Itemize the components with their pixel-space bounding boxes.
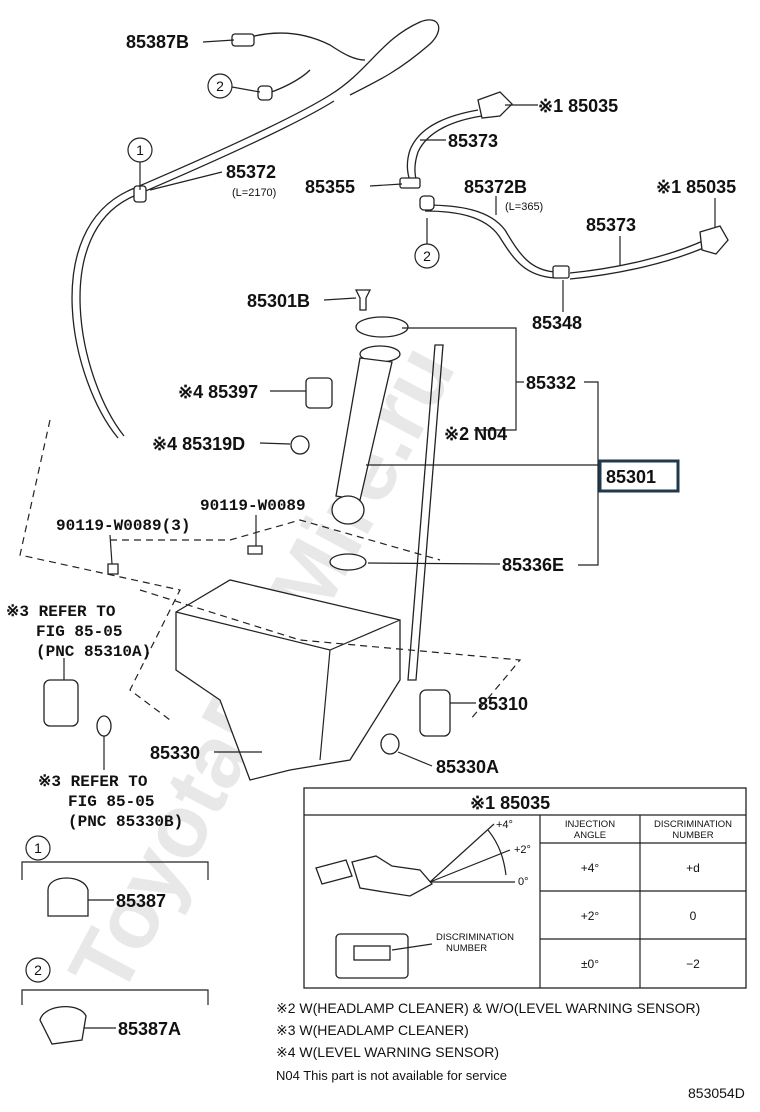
svg-text:※3 REFER TO: ※3 REFER TO <box>6 603 116 621</box>
angle-label-plus4: +4° <box>496 819 513 831</box>
refer-note-85310A: ※3 REFER TO FIG 85-05 (PNC 85310A) <box>6 603 151 661</box>
filler-tube-bottom <box>331 495 365 525</box>
angle-label-0: 0° <box>518 876 529 888</box>
callout-90119-a[interactable]: 90119-W0089(3) <box>56 517 190 535</box>
row2-angle: +2° <box>581 909 600 923</box>
svg-text:FIG 85-05: FIG 85-05 <box>36 623 122 641</box>
callout-85372B-length: (L=365) <box>505 201 543 213</box>
svg-text:1: 1 <box>34 840 42 856</box>
joint-85348 <box>552 265 570 279</box>
svg-text:FIG 85-05: FIG 85-05 <box>68 793 154 811</box>
callout-85373-right[interactable]: 85373 <box>586 215 636 235</box>
dashed-groups <box>19 419 522 721</box>
callout-85330A[interactable]: 85330A <box>436 757 499 777</box>
circle-marker-2-mid: 2 <box>414 243 440 269</box>
callout-N04[interactable]: ※2 N04 <box>444 424 507 444</box>
discrimination-number-view: DISCRIMINATION NUMBER <box>335 932 514 979</box>
header-injection-angle-1: INJECTION <box>565 819 615 830</box>
svg-text:DISCRIMINATION: DISCRIMINATION <box>436 932 514 943</box>
callout-85387A[interactable]: 85387A <box>118 1019 181 1039</box>
callout-85310[interactable]: 85310 <box>478 694 528 714</box>
header-discrimination-2: NUMBER <box>672 830 713 841</box>
callout-85035-right[interactable]: ※1 85035 <box>656 177 736 197</box>
clip-85387-detail <box>47 877 89 917</box>
circle-markers: 1 2 2 1 2 <box>25 73 440 983</box>
row3-angle: ±0° <box>581 957 599 971</box>
refer-note-85330B: ※3 REFER TO FIG 85-05 (PNC 85330B) <box>38 773 183 831</box>
svg-text:2: 2 <box>216 78 224 94</box>
callout-85301B[interactable]: 85301B <box>247 291 310 311</box>
callout-85373-top[interactable]: 85373 <box>448 131 498 151</box>
pump-85310 <box>419 689 451 737</box>
grommet-85330A <box>380 733 400 755</box>
svg-text:1: 1 <box>136 142 144 158</box>
svg-text:2: 2 <box>34 962 42 978</box>
callout-85348[interactable]: 85348 <box>532 313 582 333</box>
circle-marker-1-hose: 1 <box>127 137 153 163</box>
row1-number: +d <box>686 861 700 875</box>
callout-85035-top[interactable]: ※1 85035 <box>538 96 618 116</box>
svg-text:2: 2 <box>423 248 431 264</box>
row1-angle: +4° <box>581 861 600 875</box>
callout-85355[interactable]: 85355 <box>305 177 355 197</box>
grommet-ref-85330B <box>96 715 112 737</box>
callout-85387B[interactable]: 85387B <box>126 32 189 52</box>
nozzle-detail-drawing: +4° +2° 0° <box>315 819 531 897</box>
callout-85387[interactable]: 85387 <box>116 891 166 911</box>
callout-90119-b[interactable]: 90119-W0089 <box>200 497 306 515</box>
cap-85332 <box>355 316 409 338</box>
nozzle-85035-top <box>477 91 513 119</box>
clip-85301B <box>354 289 372 311</box>
nozzle-85035-right <box>699 225 729 255</box>
connector-85387B <box>231 33 255 47</box>
row3-number: −2 <box>686 957 700 971</box>
clip-85387A-detail <box>39 1005 87 1045</box>
leader-lines <box>21 39 716 1029</box>
callout-85372B[interactable]: 85372B <box>464 177 527 197</box>
drawing-id: 853054D <box>688 1085 745 1101</box>
bolt-90119-a <box>107 563 119 575</box>
footnotes: ※2 W(HEADLAMP CLEANER) & W/O(LEVEL WARNI… <box>276 1000 745 1101</box>
part-shapes <box>39 33 729 1045</box>
callout-85332[interactable]: 85332 <box>526 373 576 393</box>
sensor-85397 <box>305 377 333 409</box>
clip-85387A-lower <box>419 195 435 211</box>
grommet-85336E <box>329 553 367 571</box>
circle-marker-2-legend: 2 <box>25 957 51 983</box>
circle-marker-2-top: 2 <box>207 73 233 99</box>
callout-85372-length: (L=2170) <box>232 187 276 199</box>
detail-box-85035: ※1 85035 INJECTION ANGLE DISCRIMINATION … <box>303 787 747 989</box>
row2-number: 0 <box>690 909 697 923</box>
highlight-box-85301 <box>598 459 680 493</box>
detail-title: ※1 85035 <box>470 793 550 813</box>
svg-text:NUMBER: NUMBER <box>446 943 487 954</box>
svg-text:(PNC 85310A): (PNC 85310A) <box>36 643 151 661</box>
callout-85372[interactable]: 85372 <box>226 162 276 182</box>
svg-text:(PNC 85330B): (PNC 85330B) <box>68 813 183 831</box>
callout-85397[interactable]: ※4 85397 <box>178 382 258 402</box>
header-discrimination-1: DISCRIMINATION <box>654 819 732 830</box>
callout-85336E[interactable]: 85336E <box>502 555 564 575</box>
angle-label-plus2: +2° <box>514 844 531 856</box>
note-4: ※4 W(LEVEL WARNING SENSOR) <box>276 1044 499 1060</box>
callout-85301[interactable]: 85301 <box>606 467 656 487</box>
tank-85330 <box>175 579 401 781</box>
joint-85355 <box>399 177 421 189</box>
callout-85319D[interactable]: ※4 85319D <box>152 434 245 454</box>
callout-85330[interactable]: 85330 <box>150 743 200 763</box>
circle-marker-1-legend: 1 <box>25 835 51 861</box>
hose-lines <box>71 19 709 681</box>
svg-text:※3 REFER TO: ※3 REFER TO <box>38 773 148 791</box>
callout-labels: 85387B ※1 85035 85373 85372 (L=2170) 853… <box>56 32 736 1039</box>
note-N04: N04 This part is not available for servi… <box>276 1068 507 1083</box>
note-3: ※3 W(HEADLAMP CLEANER) <box>276 1022 469 1038</box>
note-2: ※2 W(HEADLAMP CLEANER) & W/O(LEVEL WARNI… <box>276 1000 700 1016</box>
ring-85319D <box>290 435 310 455</box>
bolt-90119-b <box>247 545 263 555</box>
clip-85387A-on-hose <box>257 85 273 101</box>
header-injection-angle-2: ANGLE <box>574 830 606 841</box>
pump-ref-85310A <box>43 679 79 727</box>
